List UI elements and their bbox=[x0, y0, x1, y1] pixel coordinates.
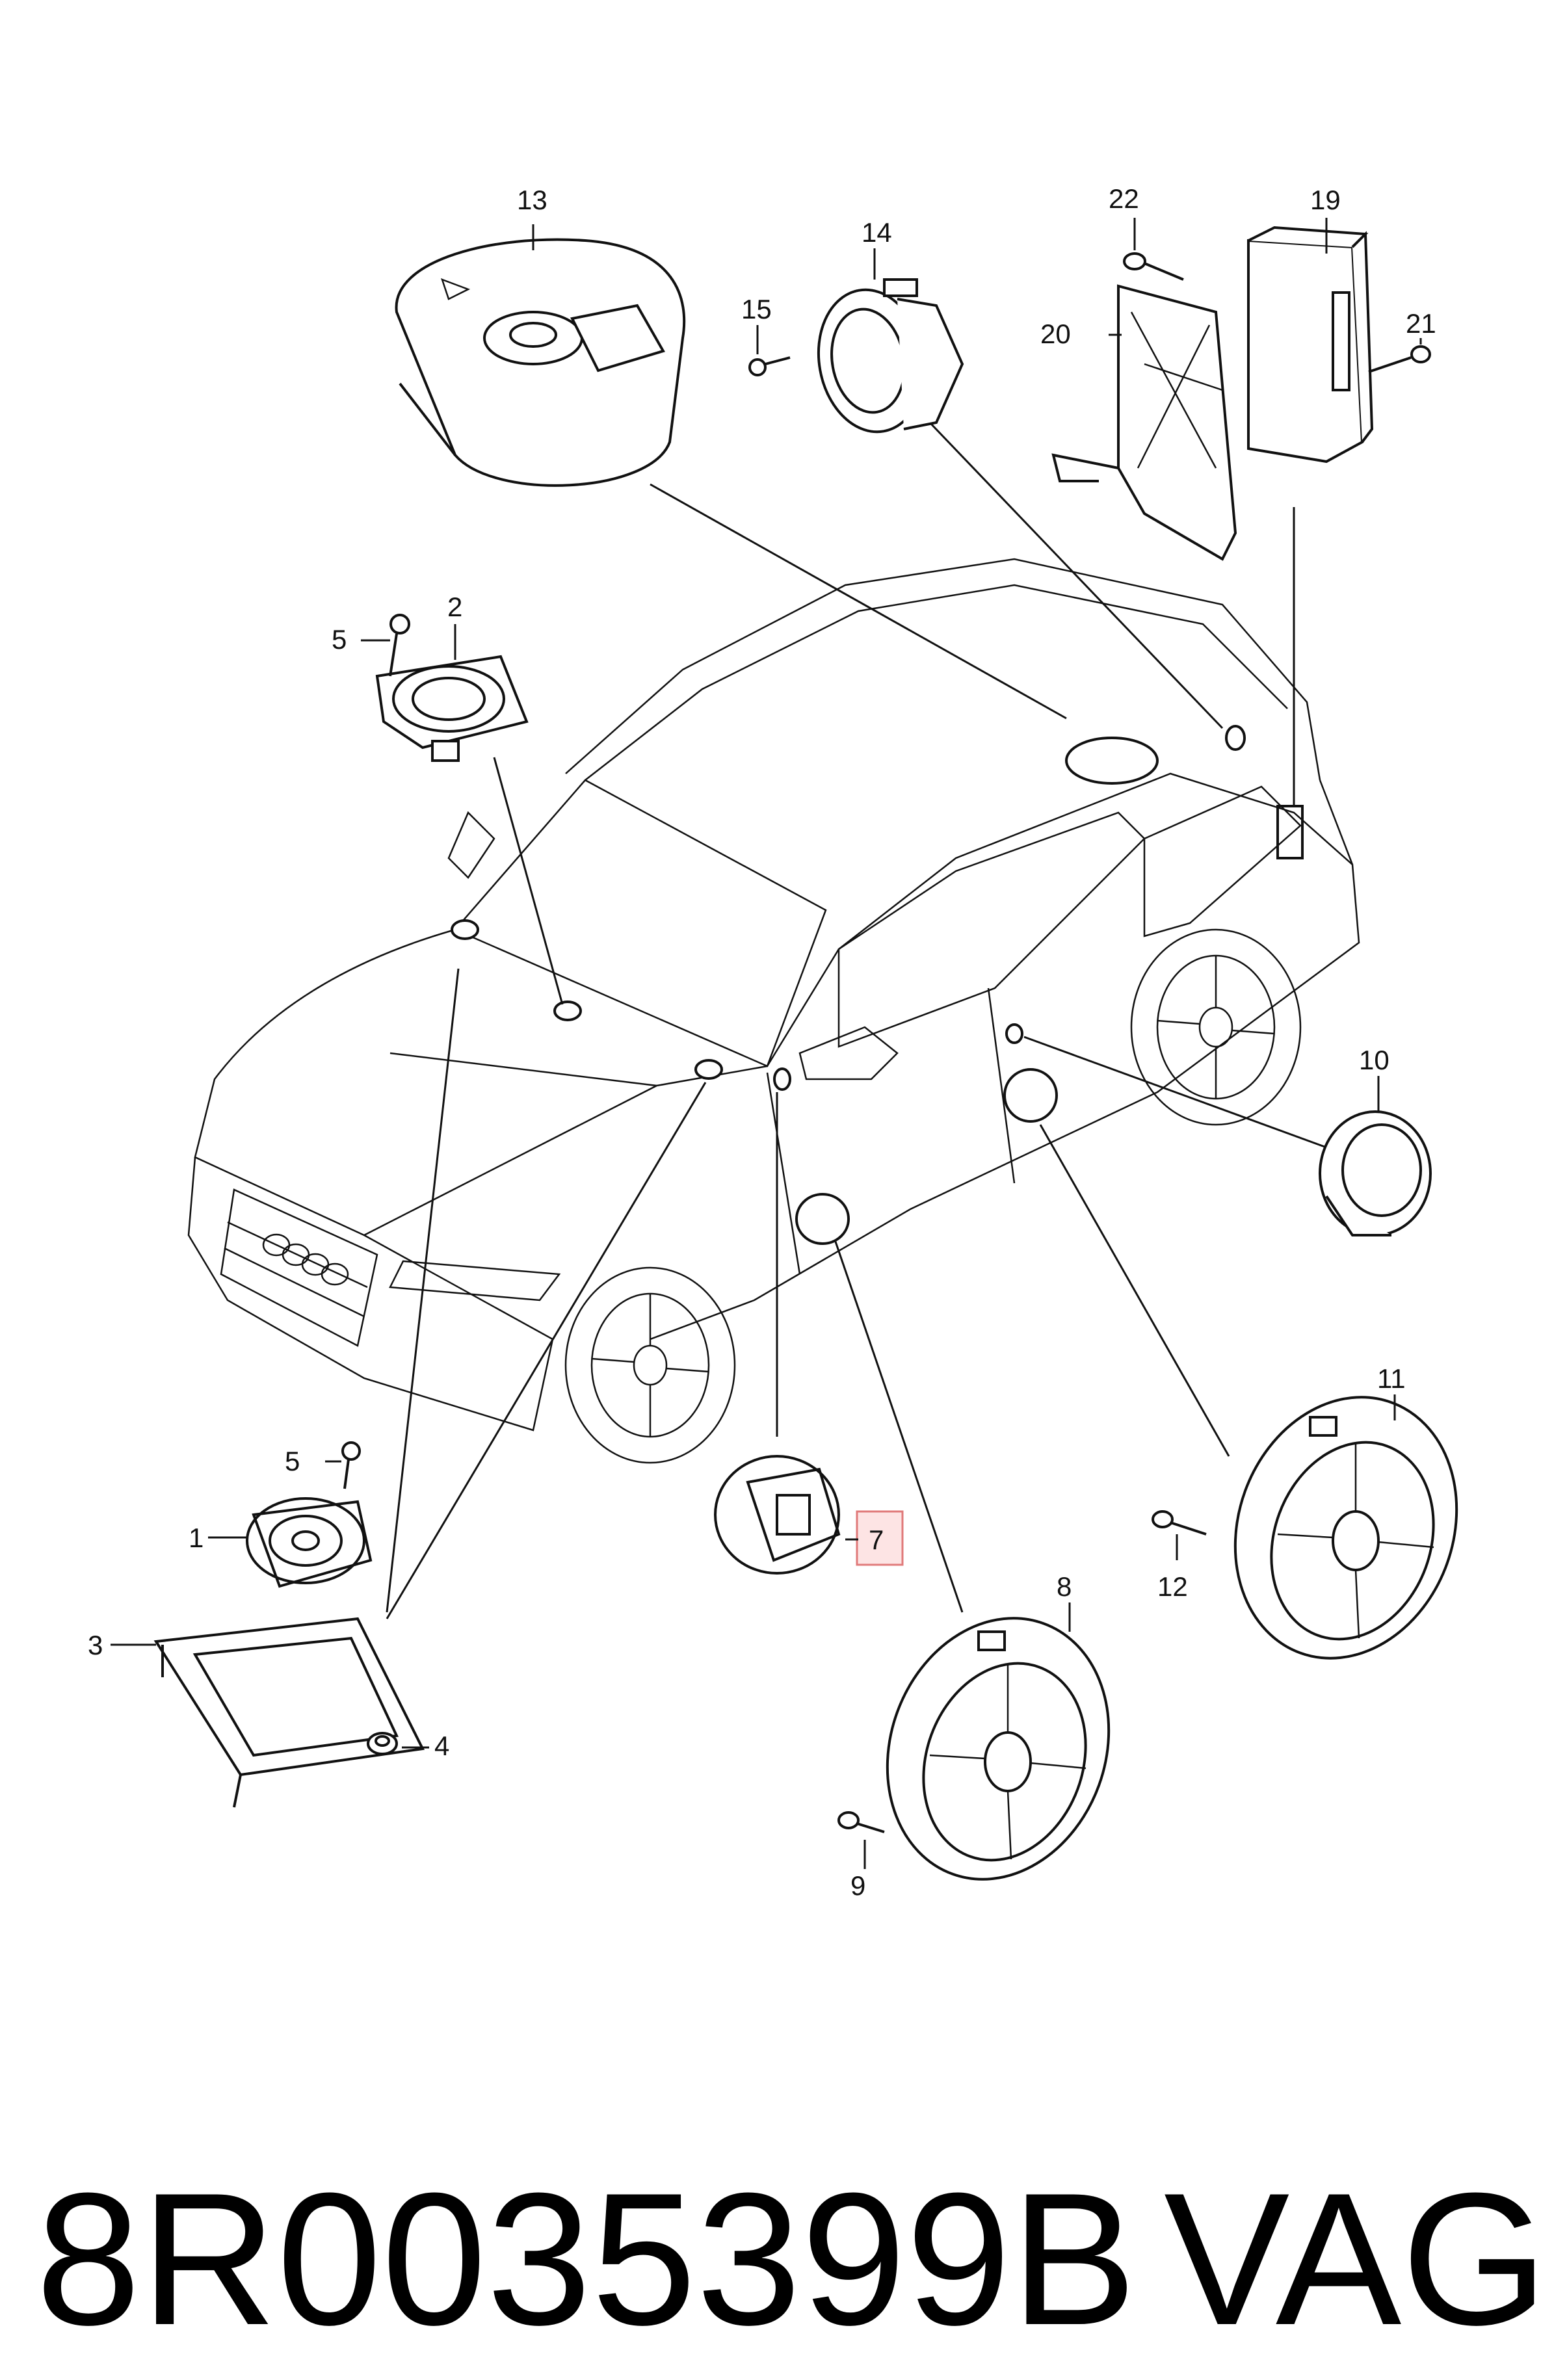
bolt-21 bbox=[1368, 345, 1431, 373]
frame-3 bbox=[153, 1617, 425, 1808]
amplifier-19 bbox=[1247, 226, 1374, 464]
callout-21: 21 bbox=[1406, 308, 1436, 339]
mounting-points bbox=[451, 725, 1304, 1245]
nut-22 bbox=[1123, 252, 1184, 281]
front-wheel bbox=[564, 1266, 736, 1464]
callout-14: 14 bbox=[862, 217, 892, 248]
speaker-8 bbox=[886, 1617, 1111, 1881]
callout-15: 15 bbox=[741, 294, 772, 324]
callout-2: 2 bbox=[447, 592, 462, 622]
car-outline bbox=[187, 558, 1360, 1464]
subwoofer-13 bbox=[395, 238, 686, 487]
brand-rings bbox=[262, 1233, 349, 1286]
callout-22: 22 bbox=[1109, 183, 1139, 214]
module-7 bbox=[714, 1455, 841, 1575]
speaker-1 bbox=[246, 1497, 373, 1588]
callout-5-upper: 5 bbox=[332, 624, 347, 655]
bracket-20 bbox=[1051, 284, 1237, 561]
callout-13: 13 bbox=[517, 185, 547, 215]
grille bbox=[220, 1188, 378, 1347]
screw-9 bbox=[837, 1811, 885, 1833]
callout-connectors bbox=[111, 218, 1422, 1869]
screw-5-upper bbox=[389, 614, 410, 677]
callout-7-highlight bbox=[856, 1510, 904, 1566]
callout-10: 10 bbox=[1359, 1045, 1389, 1075]
screw-5-lower bbox=[341, 1441, 361, 1489]
speaker-2 bbox=[375, 655, 529, 762]
part-number: 8R0035399B bbox=[36, 2154, 1137, 2364]
screw-12 bbox=[1152, 1510, 1207, 1536]
rear-wheel bbox=[1130, 928, 1302, 1126]
callout-20: 20 bbox=[1040, 319, 1071, 349]
screw-15 bbox=[748, 356, 791, 376]
callout-8: 8 bbox=[1057, 1571, 1072, 1602]
speaker-11 bbox=[1233, 1396, 1458, 1660]
speaker-14 bbox=[817, 278, 964, 434]
leader-lines bbox=[386, 421, 1327, 1619]
callout-9: 9 bbox=[850, 1870, 865, 1901]
brand-name: VAG bbox=[1164, 2154, 1548, 2364]
callout-3: 3 bbox=[88, 1630, 103, 1660]
callout-11: 11 bbox=[1377, 1363, 1406, 1394]
side-mirror bbox=[798, 1026, 899, 1080]
callout-19: 19 bbox=[1310, 185, 1341, 215]
callout-4: 4 bbox=[434, 1731, 449, 1761]
tweeter-10 bbox=[1319, 1110, 1432, 1236]
callout-7: 7 bbox=[869, 1524, 884, 1555]
callout-5-lower: 5 bbox=[285, 1446, 300, 1476]
callout-12: 12 bbox=[1157, 1571, 1188, 1602]
callout-1: 1 bbox=[189, 1523, 204, 1553]
clip-4 bbox=[367, 1732, 398, 1755]
